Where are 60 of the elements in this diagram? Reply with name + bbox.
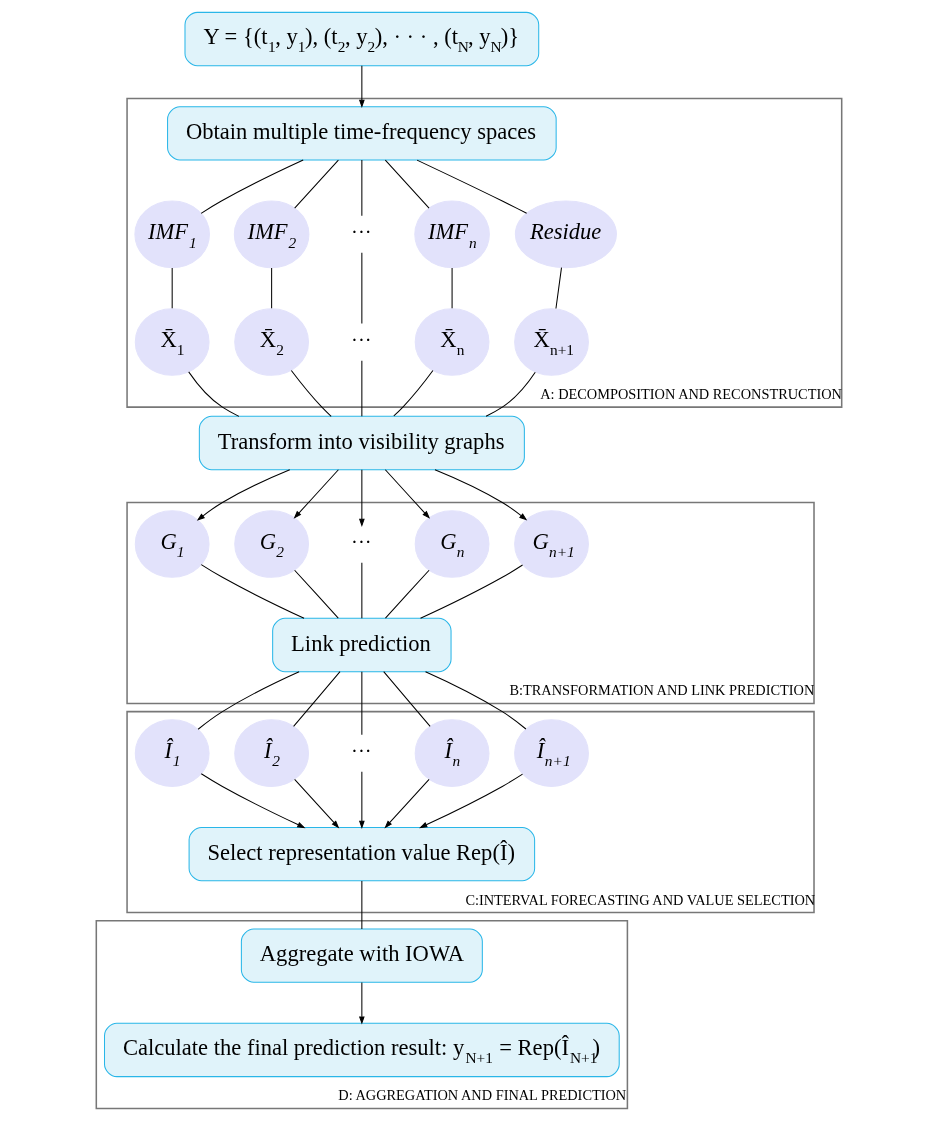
arrow bbox=[293, 778, 339, 829]
node-circle: Î$_{n}$ bbox=[414, 719, 489, 787]
arrow bbox=[358, 771, 365, 829]
node-text: ··· bbox=[350, 221, 372, 244]
node-box: Link prediction bbox=[271, 617, 452, 673]
connector bbox=[293, 569, 339, 619]
node-text: ··· bbox=[350, 329, 372, 352]
connector bbox=[419, 564, 523, 619]
connector bbox=[384, 569, 430, 619]
connector bbox=[485, 371, 536, 417]
node-box: Select representation value Rep(Î) bbox=[188, 826, 535, 882]
connector bbox=[416, 159, 527, 214]
node-ellipse: IMF$_{2}$ bbox=[233, 200, 309, 269]
node-circle: Î$_{2}$ bbox=[233, 719, 309, 787]
arrow bbox=[383, 778, 430, 829]
node-ellipse: Residue bbox=[514, 200, 617, 269]
arrow bbox=[200, 773, 305, 829]
connector bbox=[360, 159, 362, 217]
node-ellipse: IMF$_{n}$ bbox=[413, 200, 490, 269]
connector bbox=[270, 267, 272, 309]
node-circle: Î$_{n+1}$ bbox=[513, 719, 589, 787]
connector bbox=[171, 267, 173, 309]
connector bbox=[424, 671, 526, 730]
node-circle: Î$_{1}$ bbox=[134, 719, 210, 787]
connector bbox=[187, 371, 239, 417]
node-circle: X̄$_{n}$ bbox=[414, 308, 489, 376]
connector bbox=[290, 369, 332, 417]
arrow bbox=[293, 469, 339, 519]
node-ellipse: IMF$_{1}$ bbox=[133, 200, 210, 269]
arrow bbox=[358, 981, 365, 1025]
node-box: Calculate the final prediction result: y$_{N+1}$ = Rep(Î$_{N+1}$) bbox=[103, 1022, 620, 1078]
arrow bbox=[358, 65, 365, 108]
connector bbox=[360, 880, 362, 930]
connector bbox=[293, 159, 339, 209]
node-circle: X̄$_{1}$ bbox=[134, 308, 210, 376]
node-circle: X̄$_{2}$ bbox=[233, 308, 309, 376]
node-text: ··· bbox=[350, 740, 372, 763]
connector bbox=[392, 370, 433, 417]
connector bbox=[360, 671, 362, 736]
connector bbox=[292, 671, 341, 727]
connector bbox=[200, 159, 304, 214]
connector bbox=[554, 267, 562, 310]
connector bbox=[360, 360, 362, 417]
connector bbox=[360, 252, 362, 325]
node-box: Transform into visibility graphs bbox=[198, 415, 525, 471]
connector bbox=[200, 564, 305, 619]
arrow bbox=[358, 469, 365, 528]
node-circle: X̄$_{n+1}$ bbox=[513, 308, 589, 376]
arrow bbox=[384, 469, 430, 519]
arrow bbox=[418, 773, 523, 829]
arrow bbox=[196, 469, 290, 521]
connector bbox=[382, 671, 431, 727]
node-box: Y = {(t$_{1}$, y$_{1}$), (t$_{2}$, y$_{2}$), · · · , (t$_{N}$, y$_{N}$)} bbox=[183, 11, 539, 67]
node-text: ··· bbox=[350, 531, 372, 554]
connector bbox=[360, 562, 362, 619]
node-box: Aggregate with IOWA bbox=[240, 928, 483, 983]
arrow bbox=[433, 469, 527, 521]
connector bbox=[197, 671, 300, 730]
connector bbox=[384, 159, 430, 209]
node-box: Obtain multiple time-frequency spaces bbox=[166, 106, 557, 161]
